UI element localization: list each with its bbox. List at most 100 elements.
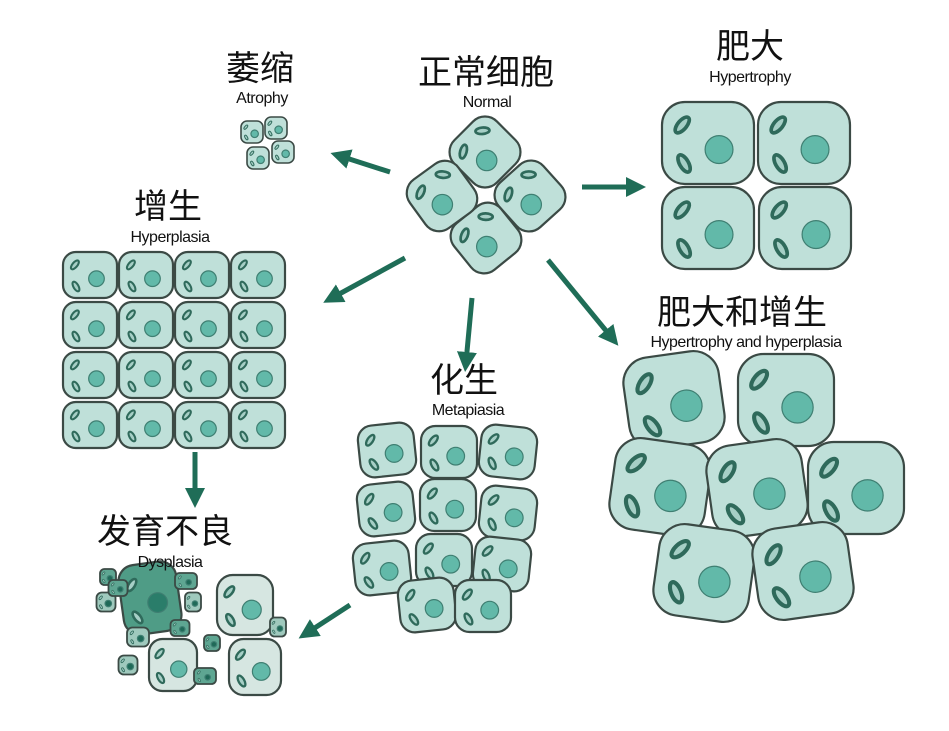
nucleus (281, 149, 290, 159)
hyperplasia-cell (117, 400, 175, 450)
nucleus (144, 420, 161, 438)
label-atrophy-zh: 萎缩 (226, 49, 294, 89)
mitochondrion (197, 670, 201, 675)
nucleus (698, 565, 731, 599)
mitochondrion (718, 460, 737, 484)
label-normal-en: Normal (463, 94, 512, 111)
atrophy-cell (240, 120, 264, 144)
mitochondrion (224, 612, 236, 628)
mitochondrion (771, 586, 792, 609)
nucleus (445, 499, 465, 519)
hyperplasia-cell (229, 400, 287, 450)
nucleus (144, 370, 161, 388)
mitochondrion (127, 330, 137, 343)
label-hypertrophy-en: Hypertrophy (709, 69, 791, 86)
mitochondrion (635, 372, 654, 396)
nucleus (383, 502, 403, 522)
mitochondrion (474, 126, 491, 136)
nucleus (654, 479, 687, 513)
nucleus (851, 479, 884, 512)
nucleus (781, 391, 814, 424)
mitochondrion (125, 409, 136, 421)
nucleus (88, 370, 105, 388)
mitochondrion (364, 433, 376, 447)
mitochondrion (129, 630, 134, 636)
mitochondrion (183, 330, 193, 343)
mitochondrion (178, 575, 182, 580)
hyperplasia-cell (173, 400, 231, 450)
mitochondrion (183, 430, 193, 443)
mitochondrion (363, 492, 375, 506)
nucleus (801, 220, 831, 250)
hyperplasia-cell (173, 300, 231, 350)
nucleus (480, 600, 500, 620)
mitochondrion (125, 359, 136, 371)
nucleus (204, 673, 211, 681)
mitochondrion (676, 238, 693, 259)
mitochondrion (111, 589, 115, 595)
nucleus (504, 508, 524, 528)
mitochondrion (237, 309, 248, 321)
normal-cell (493, 159, 567, 233)
mitochondrion (673, 115, 692, 135)
mitochondrion (71, 330, 81, 343)
nucleus (276, 625, 284, 632)
mitochondrion (237, 359, 248, 371)
nucleus (256, 270, 273, 288)
nucleus (274, 125, 283, 135)
arrow (456, 297, 477, 372)
mitochondrion (178, 582, 182, 588)
nucleus (424, 598, 444, 618)
mitochondrion (186, 595, 191, 600)
mitochondrion (487, 517, 497, 532)
label-normal-zh: 正常细胞 (418, 53, 554, 93)
normal-cell (405, 159, 479, 233)
mitochondrion (487, 494, 500, 506)
hyperplasia-cell (117, 300, 175, 350)
mitochondrion (520, 170, 537, 180)
metaplasia-cell (355, 480, 417, 538)
dysplasia-small-cell (174, 572, 198, 590)
nucleus (88, 270, 105, 288)
mitochondrion (69, 409, 80, 421)
nucleus (88, 320, 105, 338)
nucleus (210, 640, 218, 648)
hyperplasia-cell (173, 250, 231, 300)
mitochondrion (427, 434, 439, 447)
mitochondrion (623, 494, 641, 519)
mitochondrion (404, 588, 416, 602)
hyper-both-cell (736, 352, 836, 448)
hyper-both-cell (622, 350, 726, 450)
mitochondrion (69, 309, 80, 321)
mitochondrion (773, 238, 790, 259)
nucleus (256, 155, 265, 165)
mitochondrion (415, 184, 427, 201)
mitochondrion (69, 259, 80, 271)
dysplasia-small-cell (169, 619, 191, 637)
nucleus (251, 662, 271, 681)
mitochondrion (236, 674, 247, 688)
mitochondrion (268, 130, 273, 137)
mitochondrion (822, 499, 841, 523)
mitochondrion (69, 359, 80, 371)
mitochondrion (764, 543, 783, 567)
hyperplasia-cell (229, 350, 287, 400)
mitochondrion (205, 637, 210, 642)
nucleus (241, 599, 262, 620)
atrophy-cell (271, 140, 295, 164)
arrow (323, 255, 407, 303)
mitochondrion (223, 585, 236, 599)
mitochondrion (749, 368, 770, 391)
mitochondrion (770, 200, 789, 220)
mitochondrion (181, 309, 192, 321)
mitochondrion (461, 588, 473, 601)
mitochondrion (772, 153, 789, 174)
mitochondrion (667, 580, 685, 605)
hypertrophy-cell (757, 185, 853, 271)
mitochondrion (120, 658, 125, 664)
mitochondrion (71, 430, 81, 443)
mitochondrion (459, 227, 470, 244)
mitochondrion (99, 604, 103, 610)
mitochondrion (359, 551, 371, 565)
